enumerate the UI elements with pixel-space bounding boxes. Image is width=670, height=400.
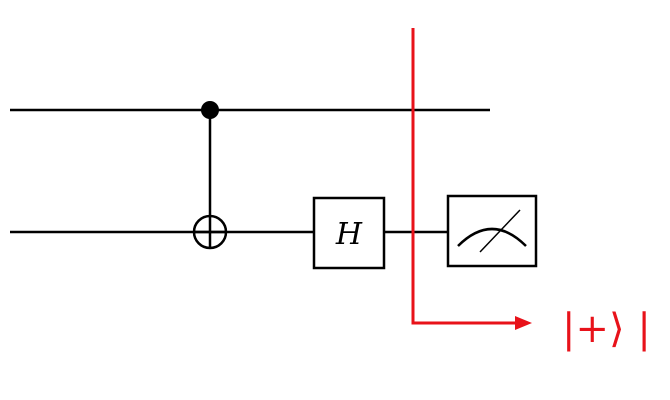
ket-plus-label: |+⟩ | bbox=[562, 306, 651, 352]
meter-box bbox=[446, 194, 538, 268]
cnot-gate bbox=[192, 101, 228, 250]
measurement-meter bbox=[446, 194, 538, 268]
hadamard-gate-box bbox=[312, 196, 386, 270]
red-annotation: |+⟩ | bbox=[411, 28, 651, 352]
meter-arc-icon bbox=[457, 227, 527, 247]
cnot-control-dot bbox=[201, 101, 219, 119]
red-arrowhead-icon bbox=[515, 316, 532, 330]
meter-needle-icon bbox=[479, 209, 521, 253]
hadamard-gate: H bbox=[312, 196, 386, 270]
hadamard-gate-label: H bbox=[335, 217, 363, 252]
red-cut-line bbox=[411, 28, 518, 325]
